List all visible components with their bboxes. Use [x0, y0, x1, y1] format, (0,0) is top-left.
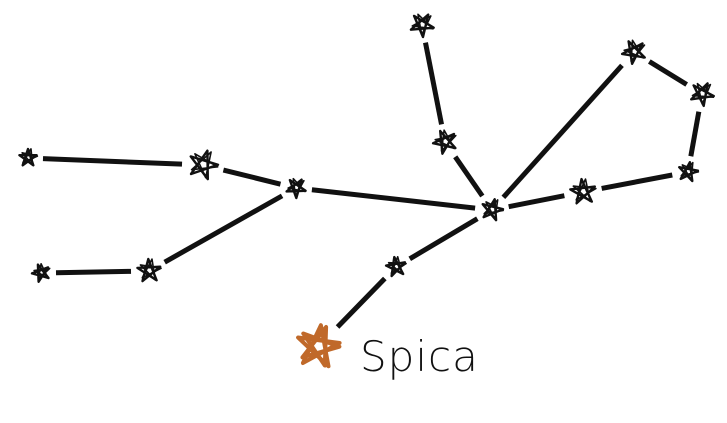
- star-icon-s12: [691, 83, 714, 106]
- connection-line-s4-s5: [56, 271, 131, 272]
- star-icon-s6: [483, 199, 504, 220]
- star-icon-s13: [622, 40, 645, 64]
- connection-line-s7-s8: [425, 43, 441, 125]
- connection-line-s6-s10: [509, 196, 565, 207]
- connection-line-s3-s6: [312, 190, 475, 208]
- connection-line-s11-s12: [691, 112, 699, 157]
- connection-line-s6-s15: [410, 219, 478, 259]
- connection-line-s15-spica: [338, 278, 385, 326]
- spica-star-icon: [298, 325, 340, 366]
- connection-line-s3-s5: [165, 196, 282, 262]
- star-icon-s7: [411, 14, 434, 37]
- star-icon-s4: [32, 264, 50, 282]
- connection-line-s1-s2: [43, 159, 182, 165]
- star-icon-s10: [570, 179, 596, 203]
- star-icon-s3: [287, 179, 306, 198]
- spica-label: Spica: [360, 332, 479, 381]
- connection-line-s2-s3: [223, 170, 280, 184]
- connection-line-s12-s13: [649, 61, 686, 84]
- star-icon-s11: [679, 162, 698, 181]
- star-icon-s15: [386, 257, 406, 276]
- star-icon-s1: [19, 149, 37, 165]
- star-icon-s2: [191, 151, 218, 180]
- star-icon-s8: [433, 130, 456, 154]
- connection-line-s13-s6: [503, 65, 622, 197]
- star-icon-s5: [137, 259, 161, 281]
- connection-line-s10-s11: [602, 175, 673, 188]
- connection-line-s8-s6: [455, 157, 482, 196]
